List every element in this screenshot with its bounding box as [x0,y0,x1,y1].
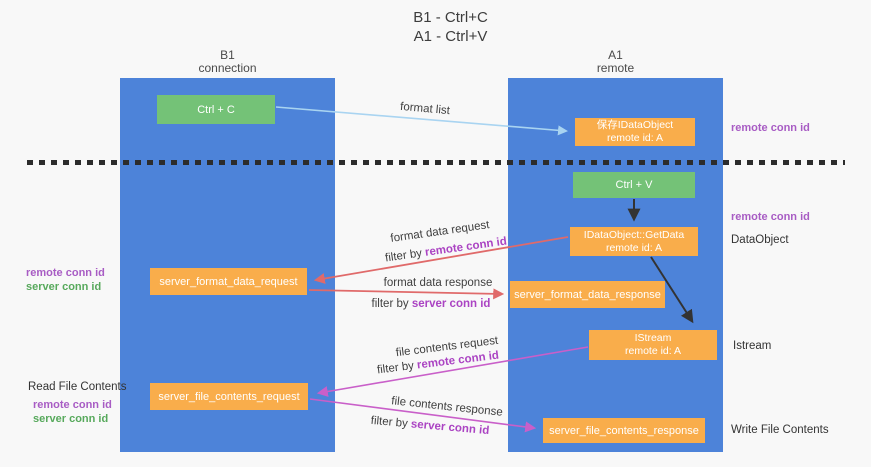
server-file-contents-response-box: server_file_contents_response [543,418,705,443]
diagram-title: B1 - Ctrl+C A1 - Ctrl+V [15,8,871,46]
filter-by-text: filter by [384,246,426,265]
lane-b1-title: B1 [220,48,235,62]
lane-header-b1: B1 connection [120,49,335,75]
ctrl-c-box: Ctrl + C [157,95,275,124]
save-dataobject-line1: 保存IDataObject [596,119,674,131]
save-dataobject-text: 保存IDataObject remote id: A [597,119,673,145]
lane-b1-subtitle: connection [198,61,257,75]
idataobject-getdata-box: IDataObject::GetData remote id: A [570,227,698,256]
istream-line1: IStream [634,332,672,344]
right-remote-conn-id-top: remote conn id [731,122,810,134]
lane-a1-title: A1 [608,48,623,62]
filter-by-text: filter by [376,359,418,377]
server-format-data-response-box: server_format_data_response [510,281,665,308]
remote-conn-id-highlight: remote conn id [424,235,508,259]
filter-by-text: filter by [371,298,412,310]
read-file-contents-label: Read File Contents [28,381,127,393]
format-list-label: format list [399,100,451,118]
getdata-line2: remote id: A [605,241,662,254]
istream-box: IStream remote id: A [589,330,717,360]
title-line-2: A1 - Ctrl+V [413,28,488,45]
save-dataobject-box: 保存IDataObject remote id: A [575,118,695,146]
left-server-conn-id-2: server conn id [33,413,109,425]
format-data-response-label: format data response [383,277,493,289]
filter-by-server-conn-id-label-1: filter by server conn id [372,298,491,310]
lane-header-a1: A1 remote [508,49,723,75]
write-file-contents-label: Write File Contents [731,424,829,436]
left-server-conn-id-1: server conn id [26,281,102,293]
filter-by-server-conn-id-label-2: filter by server conn id [370,415,489,437]
save-dataobject-line2: remote id: A [606,132,663,144]
phase-divider-dashed-line [27,160,845,165]
server-conn-id-highlight: server conn id [411,298,491,310]
istream-text: IStream remote id: A [625,332,681,358]
file-contents-response-label: file contents response [390,395,504,419]
dataobject-label: DataObject [731,234,789,246]
istream-label: Istream [733,340,772,352]
idataobject-getdata-text: IDataObject::GetData remote id: A [584,229,684,255]
filter-by-text: filter by [370,414,412,431]
format-data-response-arrow [308,288,505,300]
istream-line2: remote id: A [624,345,682,357]
left-remote-conn-id-2: remote conn id [33,399,112,411]
ctrl-v-box: Ctrl + V [573,172,695,198]
getdata-line1: IDataObject::GetData [583,228,685,241]
left-remote-conn-id-1: remote conn id [26,267,105,279]
right-remote-conn-id-mid: remote conn id [731,211,810,223]
lane-a1-subtitle: remote [596,61,635,75]
server-format-data-request-box: server_format_data_request [150,268,307,295]
server-conn-id-highlight: server conn id [410,418,490,438]
server-file-contents-request-box: server_file_contents_request [150,383,308,410]
title-line-1: B1 - Ctrl+C [413,9,488,26]
